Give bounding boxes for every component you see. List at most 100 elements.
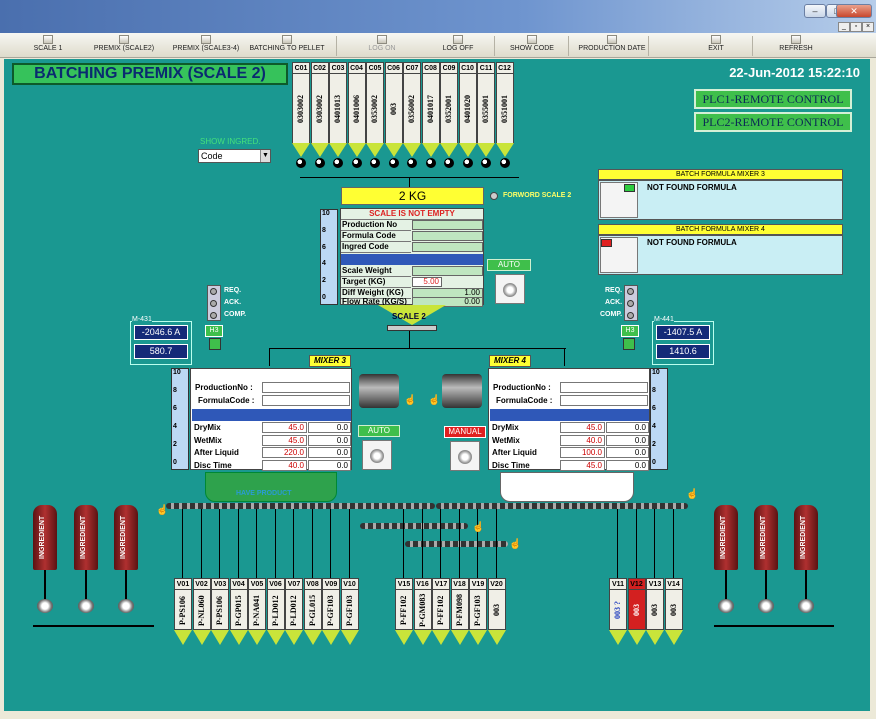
mdi-close-button[interactable]: × [862, 22, 874, 32]
gauge-tick: 0 [322, 294, 326, 301]
conveyor-lower [405, 541, 508, 547]
silo-valve-icon[interactable] [407, 158, 417, 168]
toolbar-button-2[interactable]: PREMIX (SCALE3-4) [166, 34, 246, 57]
mixer3-mode-knob-icon[interactable] [362, 440, 392, 470]
mixer4-row-label: DryMix [492, 423, 519, 432]
silo-valve-icon[interactable] [462, 158, 473, 168]
hand-pointer-icon[interactable]: ☝ [404, 395, 417, 406]
ingredient-silo[interactable]: INGREDIENT [714, 505, 738, 570]
bin-code: P-GF103 [326, 595, 335, 626]
toolbar-button-6[interactable]: SHOW CODE [496, 34, 568, 57]
mixer3-row-value2: 0.0 [308, 434, 351, 446]
toolbar-button-7[interactable]: PRODUCTION DATE [576, 34, 648, 57]
bin-feed-line [274, 509, 276, 578]
silo-code: 0401020 [462, 95, 472, 123]
hand-pointer-icon[interactable]: ☝ [472, 522, 485, 533]
pump-icon[interactable] [78, 599, 94, 613]
toolbar-button-0[interactable]: SCALE 1 [12, 34, 84, 57]
toolbar-button-9[interactable]: REFRESH [760, 34, 832, 57]
hand-pointer-icon[interactable]: ☝ [509, 539, 522, 550]
scale2-status: SCALE IS NOT EMPTY [341, 209, 483, 220]
hand-pointer-icon[interactable]: ☝ [686, 489, 699, 500]
ingredient-silo[interactable]: INGREDIENT [33, 505, 57, 570]
minimize-button[interactable]: – [804, 4, 826, 18]
bin-id: V05 [249, 581, 265, 590]
pump-icon[interactable] [798, 599, 814, 613]
toolbar-button-1[interactable]: PREMIX (SCALE2) [88, 34, 160, 57]
pump-icon[interactable] [37, 599, 53, 613]
datetime-display: 22-Jun-2012 15:22:10 [729, 65, 860, 80]
formula-mixer3-switch-icon[interactable] [600, 182, 638, 218]
chevron-down-icon[interactable]: ▼ [260, 150, 270, 162]
silo-valve-icon[interactable] [333, 158, 343, 168]
pump-icon[interactable] [118, 599, 134, 613]
silo-valve-icon[interactable] [296, 158, 306, 168]
silo-valve-icon[interactable] [351, 158, 362, 168]
silo-valve-icon[interactable] [314, 158, 325, 168]
toolbar-button-4[interactable]: LOG ON [346, 34, 418, 57]
ingredient-silo[interactable]: INGREDIENT [794, 505, 818, 570]
silo-valve-icon[interactable] [481, 158, 491, 168]
mdi-restore-button[interactable]: ▫ [850, 22, 862, 32]
ingredient-silo[interactable]: INGREDIENT [114, 505, 138, 570]
plc2-remote-control-button[interactable]: PLC2-REMOTE CONTROL [694, 112, 852, 132]
silo-valve-icon[interactable] [499, 158, 510, 168]
scale2-auto-button[interactable]: AUTO [487, 259, 531, 271]
toolbar-button-3[interactable]: BATCHING TO PELLET [244, 34, 330, 57]
ingredient-silo[interactable]: INGREDIENT [754, 505, 778, 570]
mixer4-mode-knob-icon[interactable] [450, 441, 480, 471]
toolbar-button-5[interactable]: LOG OFF [422, 34, 494, 57]
mdi-minimize-button[interactable]: _ [838, 22, 850, 32]
ingredient-silo[interactable]: INGREDIENT [74, 505, 98, 570]
show-ingred-select[interactable]: Code▼ [198, 149, 271, 163]
close-button[interactable]: ✕ [836, 4, 872, 18]
pump-icon[interactable] [758, 599, 774, 613]
silo-valve-icon[interactable] [370, 158, 380, 168]
silo-valve-icon[interactable] [425, 158, 436, 168]
hand-pointer-icon[interactable]: ☝ [428, 395, 441, 406]
scale2-mode-knob-icon[interactable] [495, 274, 525, 304]
pump-icon[interactable] [718, 599, 734, 613]
hand-pointer-icon[interactable]: ☝ [156, 505, 169, 516]
silo-valve-icon[interactable] [444, 158, 454, 168]
toolbar-button-8[interactable]: EXIT [680, 34, 752, 57]
plc1-remote-control-button[interactable]: PLC1-REMOTE CONTROL [694, 89, 852, 109]
silo-valve-icon[interactable] [388, 158, 399, 168]
forward-scale2-indicator[interactable] [490, 192, 498, 200]
mixer4-manual-button[interactable]: MANUAL [444, 426, 486, 438]
mixer3-auto-button[interactable]: AUTO [358, 425, 400, 437]
scale2-gate[interactable] [387, 325, 437, 331]
